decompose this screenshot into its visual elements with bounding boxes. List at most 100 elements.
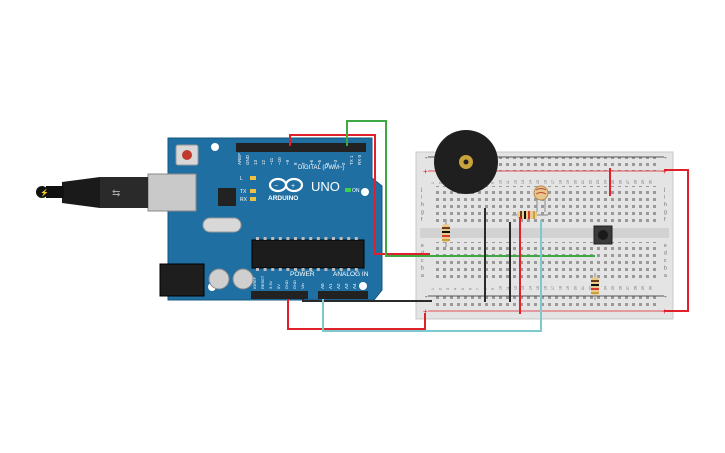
- column-number: 19: [566, 286, 570, 290]
- digital-header[interactable]: [236, 143, 366, 152]
- breadboard[interactable]: - + - + - + - + 123456789101112131415161…: [415, 151, 674, 320]
- power-pin-label: IOREF: [252, 276, 257, 289]
- column-number: 28: [634, 180, 638, 184]
- led-tx-label: TX: [240, 189, 247, 195]
- analog-header[interactable]: [318, 291, 368, 299]
- column-number: 20: [574, 180, 578, 184]
- chip-pin: [339, 268, 343, 271]
- row-letter-left: b: [421, 266, 424, 272]
- wire-red-rail-link[interactable]: [664, 169, 689, 312]
- photoresistor-icon[interactable]: [533, 185, 549, 212]
- led-on: [345, 188, 351, 192]
- column-number: 10: [499, 180, 503, 184]
- wire-cyan-analog[interactable]: [322, 220, 542, 332]
- usb-symbol-icon: ⇆: [112, 188, 120, 199]
- pushbutton-icon[interactable]: [593, 225, 613, 245]
- column-number: 15: [536, 180, 540, 184]
- usb-plug-neck: [62, 177, 100, 208]
- digital-pin-label: ~11: [269, 157, 274, 165]
- wire-red-5v[interactable]: [287, 299, 426, 330]
- led-l-label: L: [240, 176, 243, 182]
- column-number: 9: [491, 182, 495, 184]
- usb-plug-body: [100, 177, 148, 208]
- piezo-buzzer-icon[interactable]: [434, 130, 498, 194]
- column-number: 17: [551, 180, 555, 184]
- power-header[interactable]: [251, 291, 308, 299]
- column-number: 26: [619, 180, 623, 184]
- column-number: 21: [581, 286, 585, 290]
- chip-pins: [256, 237, 358, 271]
- brand-label: ARDUINO: [268, 195, 298, 202]
- reset-button-cap: [182, 150, 192, 160]
- chip-pin: [294, 237, 297, 240]
- column-number: 19: [566, 180, 570, 184]
- usb-port: [147, 173, 197, 212]
- digital-label: DIGITAL (PWM~): [298, 165, 345, 171]
- mount-hole: [361, 188, 369, 196]
- analog-pin-label: A1: [328, 283, 333, 289]
- led-rx-label: RX: [240, 197, 248, 203]
- column-number: 10: [499, 286, 503, 290]
- column-number: 20: [574, 286, 578, 290]
- rail-minus-bottom-left: -: [425, 292, 428, 301]
- bottom-terminal-holes: [432, 242, 657, 280]
- column-number: 2: [439, 288, 443, 290]
- usb-bolt-icon: ⚡: [40, 188, 49, 197]
- column-number: 28: [634, 286, 638, 290]
- chip-pin: [324, 237, 328, 240]
- resistor-vertical-right[interactable]: [591, 273, 599, 300]
- column-number: 25: [611, 180, 615, 184]
- column-number: 16: [544, 286, 548, 290]
- row-letter-right: d: [664, 251, 667, 257]
- chip-pin: [324, 268, 328, 271]
- wire-red-digital[interactable]: [289, 134, 430, 255]
- analog-label: ANALOG IN: [333, 271, 369, 278]
- chip-pin: [347, 268, 351, 271]
- column-number: 12: [514, 180, 518, 184]
- digital-pin-label: ~3: [333, 159, 338, 165]
- rail-plus-top-left: +: [423, 167, 428, 176]
- row-letter-left: e: [421, 243, 424, 249]
- column-number: 30: [649, 180, 653, 184]
- column-number: 24: [604, 286, 608, 290]
- resistor-horizontal[interactable]: [512, 211, 548, 219]
- column-number: 23: [596, 180, 600, 184]
- power-label: POWER: [290, 271, 315, 278]
- digital-pin-label: 8: [293, 162, 298, 165]
- chip-pin: [278, 268, 282, 271]
- rail-minus-bottom-right: -: [664, 292, 667, 301]
- digital-pin-label: GND: [245, 154, 250, 165]
- column-number: 13: [521, 180, 525, 184]
- chip-pin: [256, 268, 259, 271]
- row-letter-right: i: [664, 195, 665, 201]
- row-letter-right: c: [664, 258, 667, 264]
- column-number: 29: [641, 180, 645, 184]
- svg-text:−: −: [274, 183, 278, 190]
- row-letter-right: f: [664, 217, 666, 223]
- row-letter-right: h: [664, 202, 667, 208]
- column-number: 21: [581, 180, 585, 184]
- chip-pin: [278, 237, 282, 240]
- chip-pin: [339, 237, 343, 240]
- column-number: 27: [626, 180, 630, 184]
- column-number: 14: [529, 180, 533, 184]
- wire-green-digital[interactable]: [346, 120, 595, 257]
- row-letter-right: e: [664, 243, 667, 249]
- usb-cable-icon[interactable]: ⚡ ⇆: [36, 177, 148, 208]
- chip-pin: [316, 268, 320, 271]
- wire-black-gnd[interactable]: [302, 299, 432, 302]
- digital-pin-label: 2: [341, 162, 346, 165]
- resistor-vertical-left[interactable]: [442, 219, 450, 247]
- chip-pin: [301, 237, 305, 240]
- column-number: 15: [536, 286, 540, 290]
- arduino-infinity-logo-icon: − +: [268, 177, 304, 193]
- column-number: 1: [431, 288, 435, 290]
- on-label: ON: [352, 188, 360, 194]
- column-number: 26: [619, 286, 623, 290]
- power-pin-label: RESET: [260, 275, 265, 289]
- analog-pin-label: A3: [344, 283, 349, 289]
